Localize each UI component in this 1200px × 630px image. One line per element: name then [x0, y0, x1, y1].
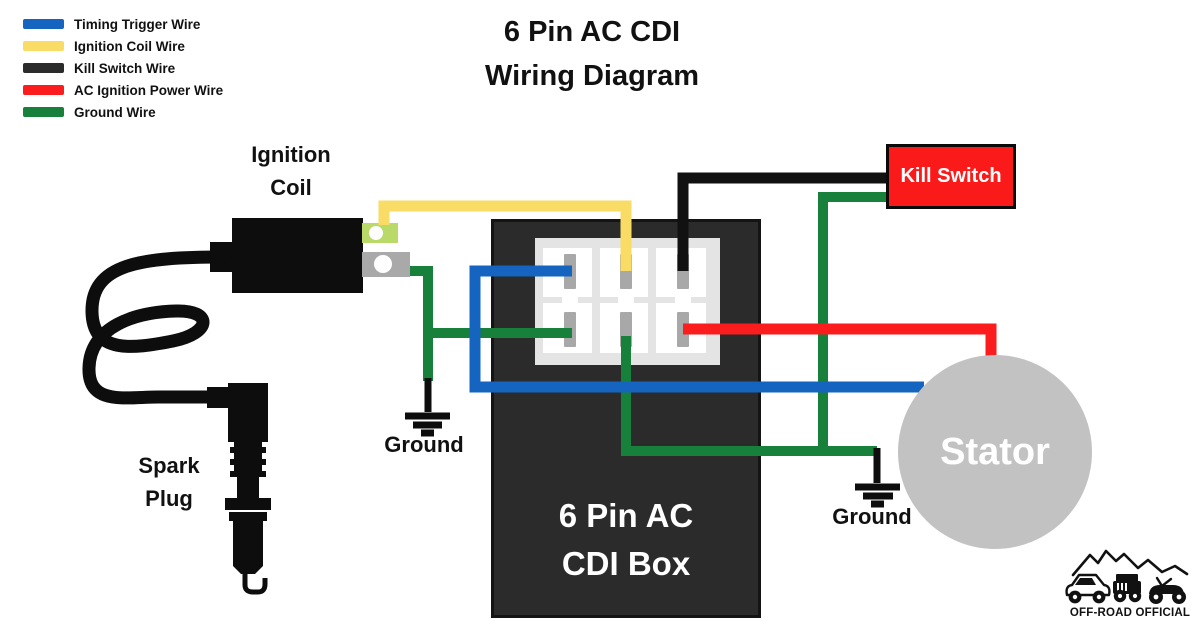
- legend-row-timing-trigger: Timing Trigger Wire: [23, 13, 223, 35]
- spark-plug-rib: [230, 471, 266, 477]
- cdi-box-label-line2: CDI Box: [561, 545, 691, 582]
- ignition-coil-wire: [378, 200, 632, 271]
- connector-bridge: [562, 294, 578, 304]
- page-title: 6 Pin AC CDI Wiring Diagram: [412, 10, 772, 98]
- title-line-2: Wiring Diagram: [484, 60, 700, 92]
- logo-text: OFF-ROAD OFFICIAL: [1070, 607, 1190, 619]
- ac-ignition-power-wire: [683, 323, 997, 360]
- spark-plug-rib: [230, 459, 266, 465]
- logo-mountains-icon: [1071, 549, 1189, 577]
- spark-plug-electrode: [242, 572, 268, 595]
- connector-bridge: [618, 294, 634, 304]
- logo-jeep-icon: [1113, 574, 1142, 603]
- spark-plug-neck: [237, 477, 259, 500]
- spark-plug-boot: [228, 383, 268, 442]
- ground-right-label: Ground: [832, 504, 912, 529]
- ground-wire-cdi: [621, 336, 877, 456]
- logo-utv-icon: [1065, 573, 1111, 604]
- kill-switch-swatch: [23, 63, 64, 73]
- kill-switch-label: Kill Switch: [900, 165, 1002, 187]
- kill-switch-wire: [677, 172, 888, 271]
- legend-label: AC Ignition Power Wire: [74, 82, 224, 98]
- ground-wire-kill-switch: [818, 192, 888, 451]
- ignition-coil-swatch: [23, 41, 64, 51]
- spark-plug-boot-nub: [207, 387, 231, 408]
- ground-symbol-left: [405, 378, 450, 437]
- ground-wire-coil: [410, 266, 572, 381]
- ground-left-label: Ground: [384, 432, 464, 457]
- logo-atv-icon: [1149, 576, 1186, 604]
- spark-plug-wire: [82, 250, 231, 405]
- ground-symbol-right: [855, 448, 900, 508]
- terminal-hole: [374, 255, 392, 273]
- spark-plug: [207, 383, 271, 595]
- spark-plug-threads: [233, 521, 263, 574]
- legend-label: Ignition Coil Wire: [74, 38, 185, 54]
- kill-switch: Kill Switch: [886, 144, 1016, 209]
- ground-swatch: [23, 107, 64, 117]
- spark-plug-label: Spark Plug: [89, 449, 249, 515]
- wire-color-legend: Timing Trigger Wire Ignition Coil Wire K…: [23, 13, 223, 123]
- spark-plug-label-line1: Spark: [138, 453, 200, 478]
- ignition-coil-body: [232, 218, 363, 293]
- cdi-box-label-line1: 6 Pin AC: [558, 497, 694, 534]
- ignition-coil-label-line2: Coil: [270, 175, 312, 200]
- timing-trigger-swatch: [23, 19, 64, 29]
- legend-label: Ground Wire: [74, 104, 156, 120]
- legend-row-kill-switch: Kill Switch Wire: [23, 57, 223, 79]
- legend-row-ac-power: AC Ignition Power Wire: [23, 79, 223, 101]
- spark-plug-label-line2: Plug: [145, 486, 193, 511]
- legend-row-ground: Ground Wire: [23, 101, 223, 123]
- title-line-1: 6 Pin AC CDI: [503, 16, 681, 48]
- legend-row-ignition-coil: Ignition Coil Wire: [23, 35, 223, 57]
- legend-label: Timing Trigger Wire: [74, 16, 201, 32]
- spark-plug-flange: [229, 512, 267, 521]
- cdi-box-label: 6 Pin AC CDI Box: [491, 492, 761, 588]
- connector-bridge: [675, 294, 691, 304]
- spark-plug-rib: [230, 447, 266, 453]
- timing-trigger-wire: [469, 265, 924, 393]
- ac-power-swatch: [23, 85, 64, 95]
- ignition-coil-label: Ignition Coil: [211, 138, 371, 204]
- ignition-coil-label-line1: Ignition: [251, 142, 331, 167]
- spark-plug-hex: [225, 498, 271, 510]
- stator: Stator: [898, 355, 1092, 549]
- terminal-hole: [369, 226, 383, 240]
- offroad-official-logo: OFF-ROAD OFFICIAL: [1065, 549, 1190, 619]
- stator-label: Stator: [940, 430, 1050, 473]
- legend-label: Kill Switch Wire: [74, 60, 176, 76]
